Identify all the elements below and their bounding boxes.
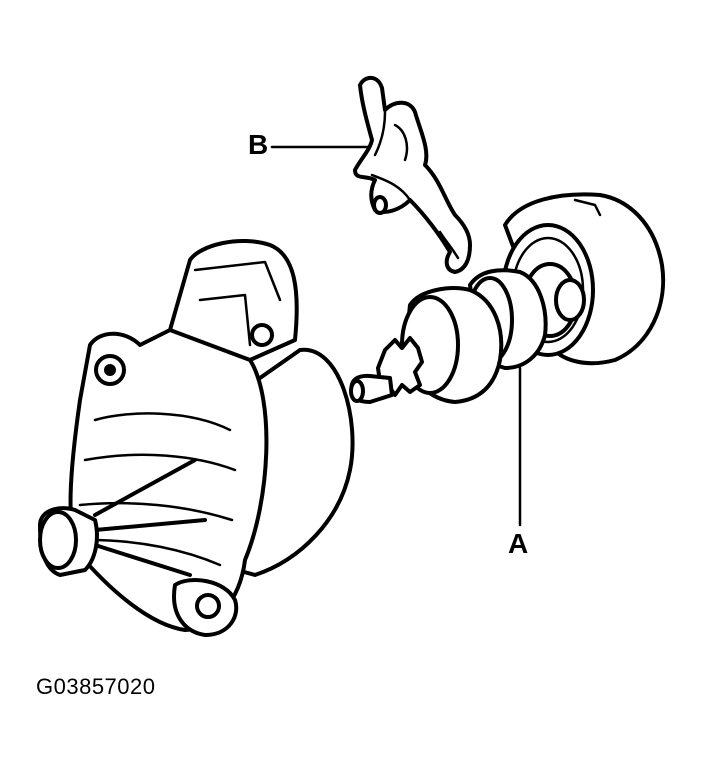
shift-lever [353, 75, 472, 274]
figure-id: G03857020 [36, 674, 156, 699]
pinion-clutch-assembly [349, 192, 666, 404]
starter-housing [38, 238, 355, 637]
callout-label-b: B [248, 129, 269, 160]
callout-label-a: A [508, 528, 529, 559]
